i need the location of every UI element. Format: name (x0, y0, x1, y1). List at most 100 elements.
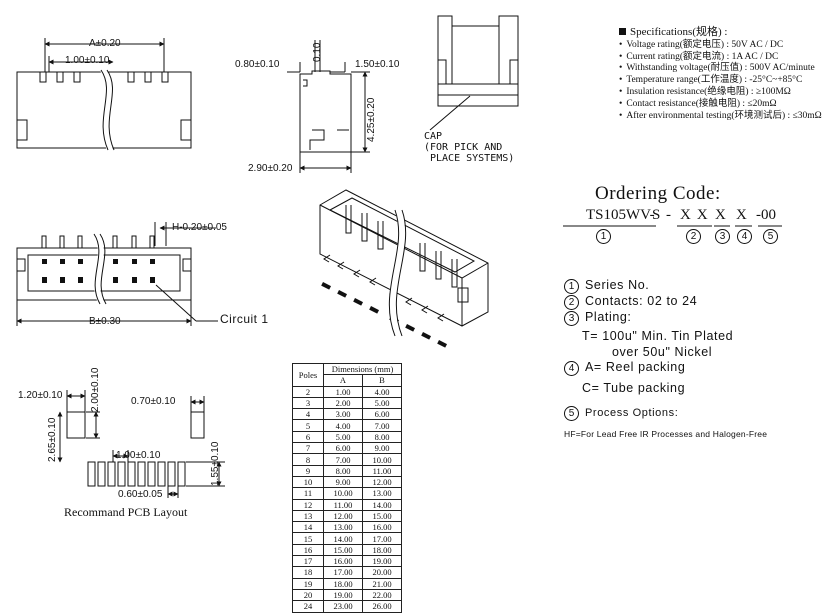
cell-a: 5.00 (323, 430, 363, 444)
table-header-row: Poles Dimensions (mm) (292, 362, 402, 387)
cell-b: 22.00 (362, 588, 402, 602)
side-dim-right: 1.50±0.10 (355, 59, 400, 70)
cell-b: 4.00 (362, 385, 402, 398)
legend-plating-t2: over 50u" Nickel (612, 345, 713, 359)
pcb-dim-side-w: 0.70±0.10 (131, 396, 176, 407)
top-dim-a: A±0.20 (89, 38, 121, 49)
cell-b: 18.00 (362, 543, 402, 557)
pcb-dim-side-h: 1.55±0.10 (210, 441, 221, 486)
cell-b: 6.00 (362, 408, 402, 421)
specifications-title: Specifications(规格) : (619, 26, 822, 39)
cell-a: 2.00 (323, 396, 363, 410)
cell-poles: 8 (292, 453, 324, 466)
cell-poles: 11 (292, 487, 324, 500)
legend-packing-c: C= Tube packing (582, 381, 686, 395)
bullet-square-icon (619, 28, 626, 35)
cell-poles: 4 (292, 408, 324, 421)
cell-b: 26.00 (362, 600, 402, 613)
cap-drawing (429, 15, 519, 131)
cell-a: 4.00 (323, 419, 363, 432)
spec-voltage: Voltage rating(额定电压) : 50V AC / DC (619, 40, 822, 52)
cap-note-line2: (FOR PICK AND (424, 142, 503, 153)
specifications-panel: Specifications(规格) : Voltage rating(额定电压… (619, 26, 822, 122)
legend-plating-t1: T= 100u" Min. Tin Plated (582, 329, 734, 343)
cell-poles: 18 (292, 566, 324, 579)
side-dim-left: 0.80±0.10 (235, 59, 280, 70)
code-series: TS105WV- (586, 207, 655, 223)
cell-a: 12.00 (323, 509, 363, 523)
cell-a: 1.00 (323, 385, 363, 398)
cell-b: 9.00 (362, 442, 402, 455)
pcb-dim-spacing: 2.65±0.10 (47, 417, 58, 462)
cell-poles: 5 (292, 419, 324, 432)
cell-poles: 3 (292, 396, 324, 410)
cell-a: 23.00 (323, 600, 363, 613)
header-a: A (323, 374, 363, 387)
front-dim-h: H-0.20±0.05 (172, 222, 227, 233)
spec-insulation: Insulation resistance(绝缘电阻) : ≥100MΩ (619, 87, 822, 99)
pcb-dim-pad-w: 1.20±0.10 (18, 390, 63, 401)
cell-b: 17.00 (362, 532, 402, 545)
cell-b: 21.00 (362, 577, 402, 590)
cell-b: 13.00 (362, 487, 402, 500)
cell-poles: 13 (292, 509, 324, 523)
cell-b: 20.00 (362, 566, 402, 579)
code-x1: X (715, 207, 726, 223)
cell-a: 8.00 (323, 464, 363, 477)
header-b: B (362, 374, 402, 387)
spec-withstanding: Withstanding voltage(耐压值) : 500V AC/minu… (619, 63, 822, 75)
cell-poles: 19 (292, 577, 324, 590)
spec-current: Current rating(额定电流) : 1A AC / DC (619, 52, 822, 64)
cell-poles: 10 (292, 475, 324, 489)
cell-b: 11.00 (362, 464, 402, 477)
cell-poles: 14 (292, 521, 324, 534)
cap-note-line3: PLACE SYSTEMS) (430, 153, 515, 164)
cell-b: 15.00 (362, 509, 402, 523)
circuit-label: Circuit 1 (220, 312, 269, 326)
cell-a: 18.00 (323, 577, 363, 590)
pcb-layout-drawing (57, 390, 225, 498)
cell-a: 9.00 (323, 475, 363, 489)
code-x2: X (736, 207, 747, 223)
pcb-dim-pitch: 1.00±0.10 (116, 450, 161, 461)
cell-b: 14.00 (362, 498, 402, 511)
cell-a: 10.00 (323, 487, 363, 500)
ordering-marker-4: 4 (737, 229, 752, 244)
cell-a: 3.00 (323, 408, 363, 421)
side-dim-width: 2.90±0.20 (248, 163, 293, 174)
side-dim-height: 4.25±0.20 (366, 97, 377, 142)
ordering-marker-3: 3 (715, 229, 730, 244)
header-poles: Poles (292, 363, 324, 387)
spec-contact-resistance: Contact resistance(接触电阻) : ≤20mΩ (619, 99, 822, 111)
ordering-marker-1: 1 (596, 229, 611, 244)
cell-b: 19.00 (362, 555, 402, 568)
side-view-drawing (287, 40, 370, 173)
cell-poles: 6 (292, 430, 324, 444)
cell-a: 7.00 (323, 453, 363, 466)
header-dimensions: Dimensions (mm) (323, 362, 402, 376)
front-dim-b: B±0.30 (89, 316, 121, 327)
cell-b: 12.00 (362, 475, 402, 489)
ordering-marker-2: 2 (686, 229, 701, 244)
side-dim-small: 0.10 (312, 42, 323, 62)
